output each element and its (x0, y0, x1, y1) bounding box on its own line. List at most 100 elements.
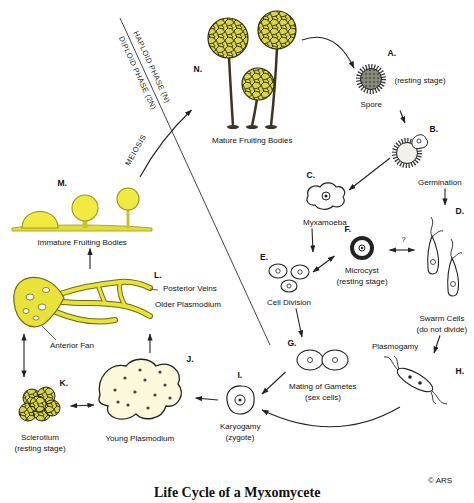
fusing-swarm-cells (408, 375, 412, 379)
stage-node: I.Karyogamy(zygote) (218, 369, 262, 444)
stage-label: (sex cells) (305, 393, 341, 402)
part-label: Posterior Veins (162, 284, 218, 293)
cycle-arrow (400, 111, 405, 124)
spore (361, 69, 382, 90)
dividing-myxamoebae (281, 280, 297, 292)
stage-label: (resting stage) (395, 76, 446, 85)
immature-fruiting-bodies (12, 188, 152, 231)
phase-divider (120, 18, 270, 345)
cycle-arrow (302, 37, 354, 68)
spore (361, 69, 382, 90)
myxamoeba (322, 192, 330, 200)
stage-node: L.Older Plasmodium (10, 269, 223, 334)
dividing-myxamoebae (298, 270, 302, 274)
zygote (227, 386, 254, 414)
immature-fruiting-bodies (117, 188, 139, 210)
spore (359, 67, 384, 92)
mature-fruiting-bodies (265, 125, 277, 129)
microcyst (359, 245, 365, 251)
older-plasmodium (98, 285, 105, 303)
young-plasmodium (153, 393, 156, 396)
stage-letter: M. (58, 179, 67, 189)
older-plasmodium (119, 282, 125, 306)
stage-letter: C. (307, 171, 316, 181)
swarm-cells (428, 236, 439, 274)
older-plasmodium (43, 288, 50, 293)
cycle-arrow (89, 249, 90, 270)
zygote (235, 395, 245, 405)
older-plasmodium (14, 277, 64, 326)
stage-label: Germination (418, 178, 462, 187)
stage-label: Young Plasmodium (106, 434, 175, 443)
mature-fruiting-bodies (208, 18, 248, 58)
fusing-swarm-cells (394, 364, 436, 396)
mature-fruiting-bodies (208, 11, 296, 129)
sclerotium (44, 400, 60, 416)
stage-letter: F. (345, 225, 352, 235)
stage-node: D.Swarm Cells(do not divide) (415, 205, 470, 336)
young-plasmodium (163, 383, 166, 386)
young-plasmodium (158, 370, 161, 373)
young-plasmodium (99, 359, 181, 419)
leader-line (42, 326, 56, 340)
stage-node: M. Immature Fruiting Bodies (10, 177, 154, 249)
stage-letter: K. (60, 379, 69, 389)
germinating-spore (412, 135, 428, 149)
stage-letter: N. (194, 65, 203, 75)
young-plasmodium (138, 368, 141, 371)
stage-letter: L. (154, 271, 162, 281)
swarm-cells (431, 260, 436, 265)
older-plasmodium (60, 282, 150, 294)
swarm-cells (452, 253, 462, 259)
germinating-spore (395, 135, 428, 166)
copyright-note: © ARS (428, 476, 452, 485)
mating-gametes (297, 350, 348, 370)
zygote (238, 398, 241, 401)
cycle-arrow (296, 309, 302, 338)
stage-letter: H. (456, 367, 465, 377)
sclerotium (19, 387, 60, 421)
stage-label: (zygote) (226, 433, 255, 442)
older-plasmodium (56, 312, 115, 322)
cycle-arrow (390, 249, 415, 250)
cycle-arrow (313, 256, 335, 272)
leader-line (150, 289, 158, 290)
stage-node: J.Young Plasmodium (94, 353, 196, 445)
mature-fruiting-bodies (246, 125, 258, 129)
stage-label: Sclerotium (21, 433, 59, 442)
older-plasmodium (23, 309, 29, 314)
cycle-arrow (71, 405, 95, 406)
older-plasmodium (60, 282, 150, 294)
mature-fruiting-bodies (242, 68, 274, 100)
stage-label: Microcyst (345, 266, 379, 275)
older-plasmodium (56, 312, 115, 322)
stage-label: Mating of Gametes (289, 382, 357, 391)
stage-label: (do not divide) (417, 325, 468, 334)
dividing-myxamoebae (276, 269, 280, 273)
young-plasmodium (143, 378, 146, 381)
germinating-spore (417, 139, 421, 143)
sclerotium (44, 400, 60, 416)
stage-label: Immature Fruiting Bodies (38, 238, 127, 247)
cycle-arrow (23, 334, 24, 377)
stage-label: Mature Fruiting Bodies (212, 136, 292, 145)
stage-node: C. Myxamoeba (301, 169, 349, 229)
mature-fruiting-bodies (258, 11, 296, 49)
young-plasmodium (168, 396, 171, 399)
stage-letter: B. (430, 125, 439, 135)
young-plasmodium (116, 400, 119, 403)
stage-node: N. Mature Fruiting Bodies (192, 8, 303, 147)
cycle-arrow (140, 110, 192, 177)
stage-letter: D. (456, 207, 465, 217)
fusing-swarm-cells (418, 381, 422, 385)
mating-gametes (322, 350, 348, 370)
older-plasmodium (26, 294, 34, 300)
cycle-arrow (349, 158, 390, 190)
stage-label: (resting stage) (15, 444, 66, 453)
mating-gametes (297, 350, 323, 370)
stage-letter: A. (388, 49, 397, 59)
young-plasmodium (123, 376, 126, 379)
stage-label: Myxamoeba (303, 218, 347, 227)
cycle-arrow (262, 407, 400, 427)
